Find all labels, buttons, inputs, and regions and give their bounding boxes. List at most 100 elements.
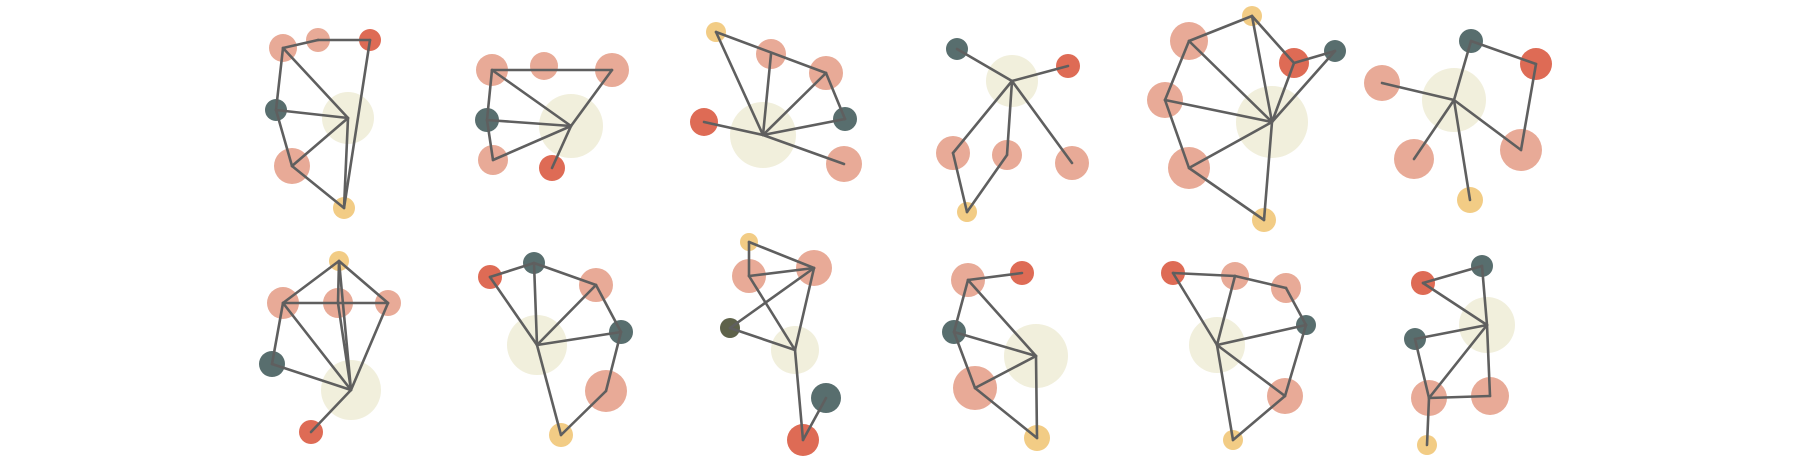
graph-7-edge-10 (309, 388, 353, 434)
graph-4-edge-5 (1010, 79, 1074, 165)
graph-12-edge-5 (1427, 323, 1489, 400)
graph-6-edge-5 (1412, 98, 1456, 161)
graph-4-edge-7 (965, 153, 1009, 214)
graph-1-edge-10 (342, 116, 350, 210)
graph-8 (478, 252, 633, 447)
graph-5-edge-8 (1270, 49, 1337, 124)
graph-11-edge-8 (1215, 343, 1287, 398)
graph-3-edge-7 (761, 133, 846, 166)
graph-4-edge-2 (1010, 64, 1070, 83)
graph-10-edge-1 (966, 271, 1024, 282)
graph-1-edge-3 (274, 46, 285, 112)
graph-6-edge-2 (1519, 62, 1538, 152)
graph-5-edge-2 (1250, 14, 1296, 65)
graph-3-edge-6 (761, 117, 847, 137)
graph-8-edge-7 (535, 330, 623, 347)
graph-8-edge-9 (535, 343, 563, 437)
graph-6 (1364, 29, 1552, 213)
graph-7-edge-1 (281, 259, 341, 305)
graph-7-edge-12 (349, 301, 390, 392)
graph-1-edge-1 (281, 38, 320, 50)
graph-2-node-2-salmon (530, 52, 558, 80)
graph-11 (1161, 261, 1316, 450)
graph-7-edge-11 (270, 301, 285, 366)
graph-9-edge-3 (747, 266, 816, 278)
graph-12-edge-1 (1421, 264, 1484, 285)
graph-3-edge-4 (761, 71, 828, 137)
graph-10-edge-5 (952, 330, 977, 390)
graph-9-edge-5 (793, 266, 816, 352)
graph-5-edge-12 (1262, 120, 1274, 222)
graph-1-edge-4 (281, 46, 350, 120)
graph-5-edge-6 (1292, 49, 1337, 65)
graph-2-edge-6 (485, 118, 495, 162)
graph-5 (1147, 6, 1346, 232)
graph-8-edge-10 (559, 389, 608, 437)
graph-12-edge-6 (1485, 323, 1492, 398)
graph-7-edge-8 (336, 301, 353, 392)
graph-7 (259, 251, 401, 444)
graph-1-edge-9 (274, 108, 294, 168)
graph-4-edge-1 (955, 47, 1014, 83)
graph-12 (1404, 255, 1515, 455)
graph-8-edge-8 (604, 330, 623, 393)
graph-5-edge-11 (1187, 120, 1274, 170)
graph-10-edge-3 (966, 278, 1038, 358)
graph-11-edge-3 (1171, 271, 1219, 347)
graph-11-edge-1 (1171, 271, 1237, 278)
graph-5-edge-9 (1163, 98, 1274, 124)
graph-7-edge-9 (270, 362, 353, 392)
graph-12-edge-8 (1425, 396, 1431, 447)
graph-9-edge-6 (747, 274, 797, 352)
graph-3-edge-8 (824, 71, 847, 121)
graph-8-edge-2 (532, 261, 598, 287)
graph-3-edge-1 (714, 30, 828, 75)
graph-8-edge-1 (488, 261, 536, 279)
graph-2 (475, 52, 629, 181)
graph-8-edge-6 (594, 283, 623, 334)
graph-1 (265, 28, 381, 219)
graph-3-edge-3 (761, 52, 773, 137)
graph-3-edge-2 (714, 30, 765, 137)
graph-5-edge-1 (1187, 14, 1254, 43)
graph-1-edge-7 (290, 116, 350, 168)
graph-4-edge-6 (951, 151, 969, 214)
graph-5-edge-3 (1250, 14, 1274, 124)
graph-6-edge-6 (1452, 98, 1523, 152)
graph-10-edge-6 (973, 354, 1038, 390)
graph-11-edge-6 (1215, 323, 1308, 347)
graph-10-edge-7 (1034, 354, 1039, 440)
graph-5-edge-7 (1270, 61, 1296, 124)
graph-9 (720, 233, 841, 456)
graph-1-edge-8 (290, 164, 346, 210)
graph-1-edge-5 (342, 38, 372, 210)
graph-11-edge-7 (1283, 323, 1308, 398)
graph-12-edge-2 (1421, 281, 1489, 327)
graph-6-edge-3 (1380, 81, 1456, 102)
graph-6-edge-4 (1452, 39, 1473, 102)
graph-9-edge-9 (801, 396, 828, 442)
graph-4 (936, 38, 1089, 222)
graph-4-edge-4 (1005, 79, 1014, 157)
graph-2-edge-4 (490, 68, 573, 128)
graph-6-edge-7 (1452, 98, 1472, 202)
graph-10-edge-2 (952, 278, 970, 334)
graph-12-edge-9 (1413, 337, 1431, 400)
graph-9-edge-1 (747, 240, 816, 270)
graph-11-edge-5 (1284, 286, 1308, 327)
graph-4-edge-3 (951, 79, 1014, 155)
graph-8-edge-5 (535, 283, 598, 347)
graph-8-edge-3 (488, 275, 539, 347)
graph-10-edge-8 (973, 386, 1039, 440)
graph-5-edge-13 (1187, 166, 1266, 222)
graph-11-edge-9 (1215, 343, 1235, 442)
graph-7-edge-7 (281, 301, 353, 392)
graph-5-edge-4 (1163, 39, 1191, 102)
graph-2-edge-7 (491, 124, 573, 162)
graph-2-edge-3 (485, 68, 494, 122)
graph-5-edge-10 (1163, 98, 1191, 170)
graph-8-edge-4 (532, 261, 539, 347)
graph-12-edge-4 (1413, 323, 1489, 341)
graph-11-edge-10 (1231, 394, 1287, 442)
graph-9-edge-4 (728, 266, 816, 330)
